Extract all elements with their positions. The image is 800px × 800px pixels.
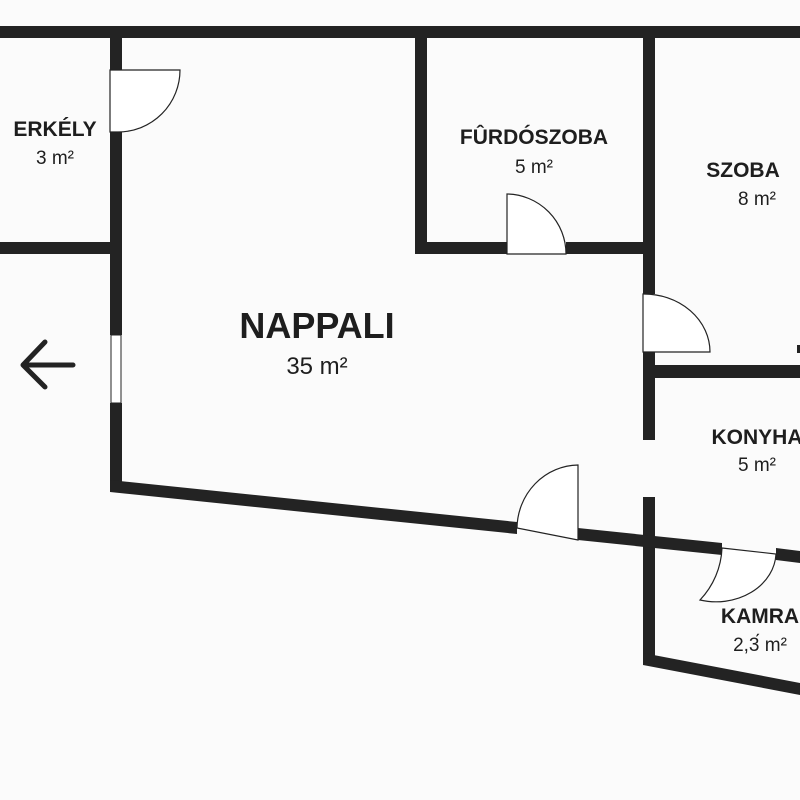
door-erkely[interactable] (109, 69, 181, 133)
room-name-konyha: KONYHA (711, 426, 800, 449)
room-name-erkely: ERKÉLY (13, 118, 96, 141)
wall-konyha-top (655, 365, 800, 378)
wall-left-upper (110, 26, 122, 70)
room-name-furdoszoba: FÛRDÓSZOBA (460, 125, 608, 149)
wall-bathroom-left (415, 26, 427, 254)
door-entrance[interactable] (516, 464, 579, 541)
wall-top (0, 26, 800, 38)
wall-szoba-left-lower (643, 352, 655, 440)
room-area-furdoszoba: 5 m² (515, 157, 553, 178)
wall-left-middle (110, 132, 122, 335)
window (110, 334, 122, 404)
wall-bottom-diagonal-3 (776, 548, 800, 563)
room-area-konyha: 5 m² (738, 455, 776, 476)
wall-erkely-bottom (0, 242, 122, 254)
wall-kamra-bottom (643, 653, 800, 695)
room-name-nappali: NAPPALI (239, 305, 394, 346)
door-kamra[interactable] (698, 547, 777, 603)
room-area-nappali: 35 m² (286, 353, 347, 380)
wall-bathroom-bottom-right (566, 242, 655, 254)
door-szoba[interactable] (642, 293, 711, 353)
wall-fragment (797, 345, 800, 353)
wall-kamra-left (643, 497, 655, 665)
room-area-szoba: 8 m² (738, 189, 776, 210)
room-name-szoba: SZOBA (706, 159, 780, 182)
wall-szoba-left-upper (643, 26, 655, 294)
room-name-kamra: KAMRA (721, 605, 799, 628)
room-area-kamra: 2,3́ m² (733, 634, 787, 656)
wall-left-lower (110, 403, 122, 490)
arrow-left-icon (20, 339, 76, 390)
wall-bottom-diagonal-2 (578, 528, 722, 555)
wall-bathroom-bottom-left (415, 242, 507, 254)
wall-bottom-diagonal-1 (110, 480, 517, 534)
room-area-erkely: 3 m² (36, 148, 74, 169)
door-furdoszoba[interactable] (506, 193, 567, 255)
